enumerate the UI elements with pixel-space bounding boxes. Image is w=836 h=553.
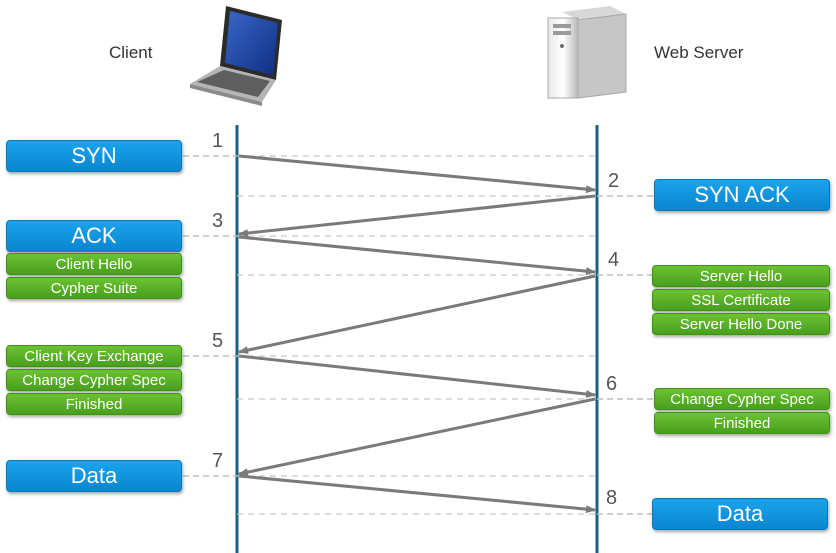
client-finished-tag: Finished (6, 393, 182, 415)
ssl-certificate-tag: SSL Certificate (652, 289, 830, 311)
server-guide-lines (597, 195, 654, 515)
server-syn-ack-tag: SYN ACK (654, 179, 830, 211)
arrow-client-hello (238, 235, 596, 276)
client-syn-tag: SYN (6, 140, 182, 172)
client-guide-lines (183, 155, 237, 477)
server-tower-icon (547, 6, 627, 99)
arrow-syn (238, 154, 596, 194)
step-number: 5 (212, 330, 224, 352)
step-number: 6 (606, 373, 618, 395)
server-change-cypher-spec-tag: Change Cypher Spec (654, 388, 830, 410)
arrow-server-hello (238, 274, 596, 355)
server-data-tag: Data (652, 498, 828, 530)
client-key-exchange-tag: Client Key Exchange (6, 345, 182, 367)
step-number: 7 (212, 450, 224, 472)
arrow-syn-ack (238, 194, 596, 238)
client-hello-tag: Client Hello (6, 253, 182, 275)
step-number: 2 (608, 170, 620, 192)
arrow-server-finished (238, 397, 596, 477)
step-number: 8 (606, 487, 618, 509)
server-finished-tag: Finished (654, 412, 830, 434)
client-data-tag: Data (6, 460, 182, 492)
laptop-icon (190, 6, 282, 106)
step-number: 3 (212, 210, 224, 232)
client-ack-tag: ACK (6, 220, 182, 252)
client-change-cypher-spec-tag: Change Cypher Spec (6, 369, 182, 391)
cross-guide-lines (237, 155, 597, 515)
step-number: 1 (212, 130, 224, 152)
step-number: 4 (608, 249, 620, 271)
client-label: Client (109, 43, 153, 62)
arrow-client-data (238, 474, 596, 514)
arrow-key-exchange (238, 354, 596, 398)
server-hello-tag: Server Hello (652, 265, 830, 287)
server-label: Web Server (654, 43, 744, 62)
cypher-suite-tag: Cypher Suite (6, 277, 182, 299)
server-hello-done-tag: Server Hello Done (652, 313, 830, 335)
